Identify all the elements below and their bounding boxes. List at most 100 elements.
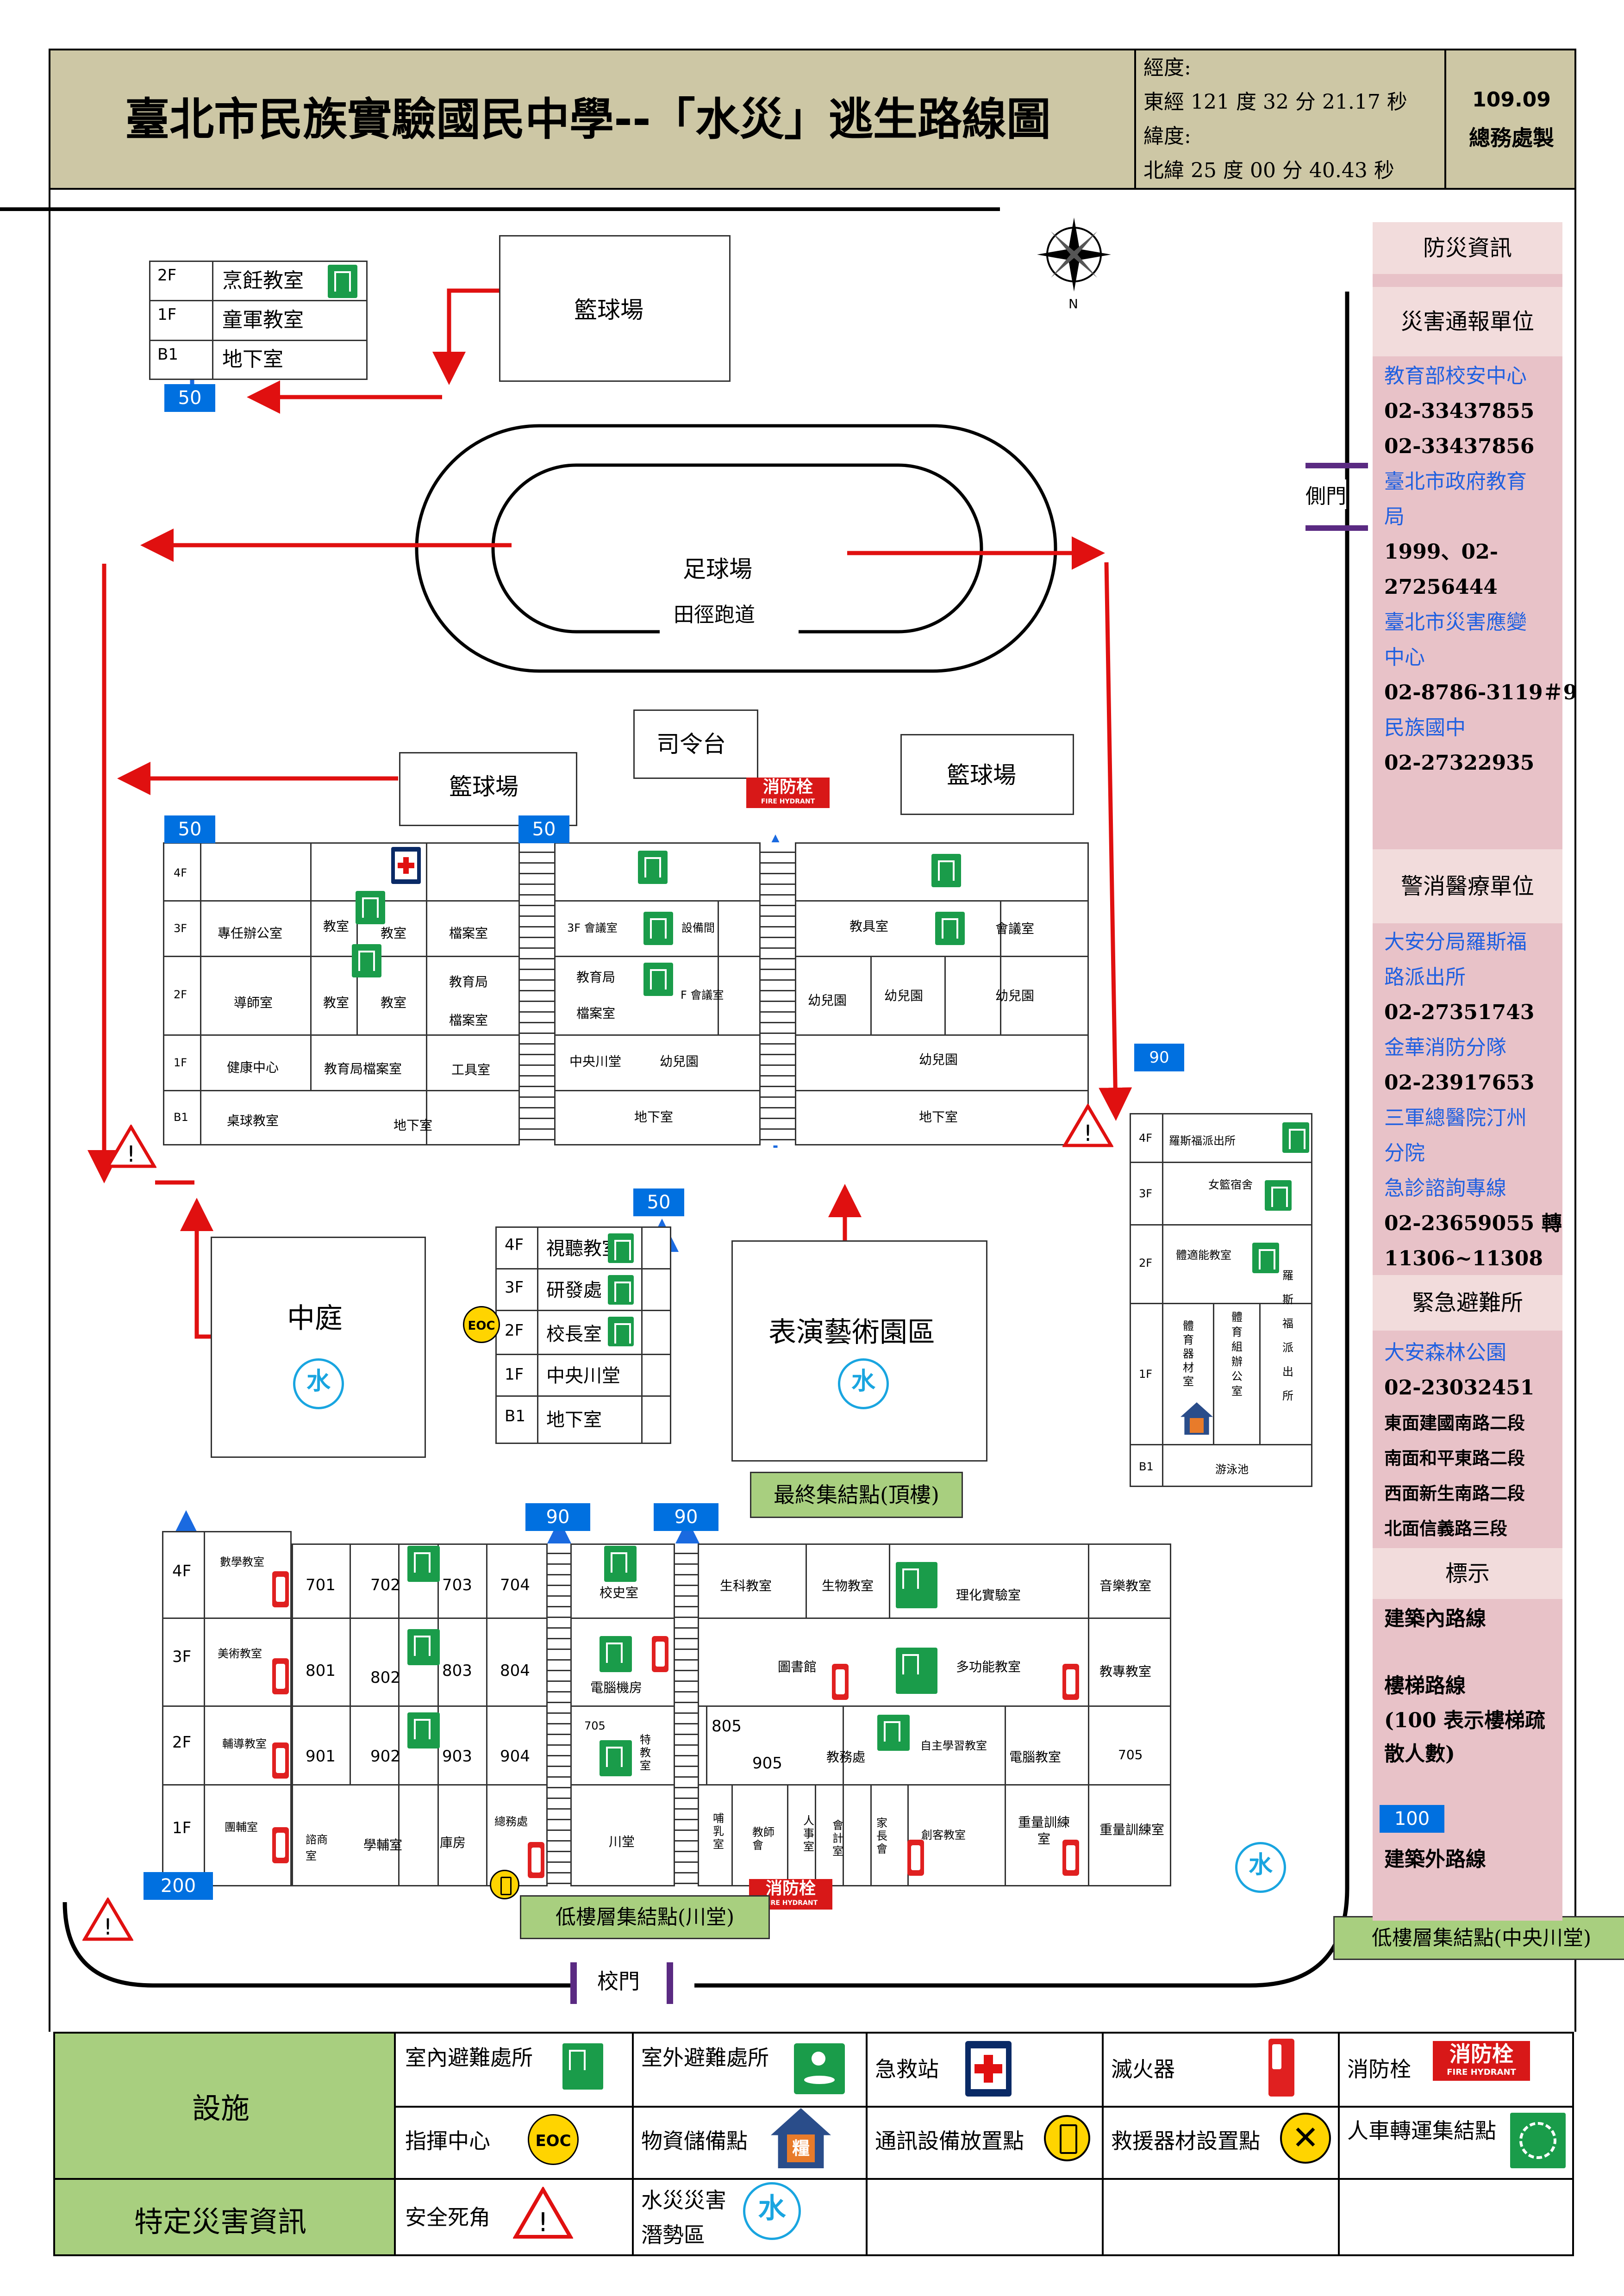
fire-extinguisher-icon — [272, 1571, 289, 1607]
legend-facilities: 設施 — [192, 2091, 250, 2125]
room: 904 — [500, 1747, 530, 1766]
low-assembly-point-central: 低樓層集結點(中央川堂) — [1333, 1916, 1624, 1960]
nw-floor-2f: 2F — [157, 266, 177, 285]
room: 庫房 — [440, 1835, 466, 1850]
room: 川堂 — [609, 1834, 635, 1849]
contact-line: 局 — [1384, 505, 1405, 529]
compass-label: N — [1068, 296, 1078, 311]
room: 重量訓練室 — [1099, 1822, 1165, 1837]
basketball-court-west — [399, 752, 577, 826]
mark-inner-route: 建築內路線 — [1384, 1607, 1486, 1630]
stair-count: 200 — [144, 1872, 213, 1900]
room: 校史室 — [600, 1585, 639, 1600]
west-boundary — [62, 1902, 574, 1988]
room: 教具室 — [849, 919, 889, 934]
fire-extinguisher-icon — [272, 1827, 289, 1863]
contact-line: 臺北市災害應變 — [1384, 610, 1527, 634]
indoor-shelter-icon — [604, 1546, 637, 1582]
room: 705 — [584, 1719, 606, 1732]
track-gap — [660, 618, 799, 664]
fire-extinguisher-icon — [1062, 1664, 1079, 1700]
legend-deadzone: 安全死角 — [405, 2205, 490, 2230]
south-floor: 3F — [172, 1648, 192, 1666]
room: 705 — [1118, 1747, 1143, 1762]
performance-area — [731, 1240, 987, 1462]
flood-zone-icon: 水 — [293, 1358, 344, 1409]
panel-heading: 防災資訊 — [1373, 222, 1562, 274]
basketball-label-2: 籃球場 — [449, 773, 518, 800]
header — [49, 49, 1576, 190]
contact-line: 02-27351743 — [1384, 1001, 1535, 1024]
contact-line: 民族國中 — [1384, 716, 1466, 740]
room: 901 — [306, 1747, 336, 1766]
room: 自主學習教室 — [920, 1739, 987, 1752]
room: 805 — [712, 1717, 742, 1736]
room: 檔案室 — [576, 1006, 616, 1021]
legend-indoor: 室內避難處所 — [405, 2045, 533, 2070]
disaster-info-panel — [1373, 222, 1562, 1921]
transfer-point-icon — [1510, 2113, 1566, 2168]
east-floor: B1 — [1139, 1460, 1154, 1473]
contact-line: 分院 — [1384, 1141, 1425, 1165]
indoor-shelter-icon — [1265, 1180, 1292, 1211]
legend-firstaid: 急救站 — [875, 2057, 939, 2082]
south-building-west — [162, 1531, 292, 1886]
svg-text:!: ! — [1083, 1120, 1092, 1146]
basketball-label-3: 籃球場 — [947, 762, 1016, 789]
header-divider-1 — [1134, 49, 1136, 190]
nw-floor-b1: B1 — [157, 345, 178, 364]
stair-count: 90 — [654, 1503, 718, 1531]
stair-count: 50 — [164, 815, 215, 843]
lat-label: 緯度: — [1143, 124, 1191, 148]
indoor-shelter-icon — [407, 1629, 440, 1665]
room: 教師會 — [752, 1826, 775, 1852]
courtyard-label: 中庭 — [287, 1302, 343, 1335]
indoor-shelter-icon — [608, 1275, 634, 1305]
room: 校長室 — [546, 1324, 602, 1345]
dead-zone-icon: ! — [106, 1125, 156, 1168]
panel-heading: 標示 — [1373, 1548, 1562, 1599]
svg-text:!: ! — [126, 1141, 135, 1167]
east-building — [1130, 1113, 1312, 1487]
indoor-shelter-icon — [608, 1317, 634, 1346]
main-gate: 校門 — [597, 1969, 640, 1994]
room: 教室 — [323, 995, 350, 1010]
room: 輔導教室 — [222, 1737, 267, 1750]
flood-zone-icon: 水 — [838, 1358, 889, 1409]
indoor-shelter-icon — [608, 1233, 634, 1263]
room: 中央川堂 — [569, 1054, 622, 1069]
contact-line: 02-33437855 — [1384, 399, 1535, 423]
room: 羅斯福派出所 — [1169, 1134, 1236, 1147]
legend-supplies: 物資儲備點 — [641, 2128, 748, 2153]
final-assembly-point: 最終集結點(頂樓) — [750, 1472, 963, 1518]
room: 幼兒園 — [919, 1052, 958, 1067]
center-floor: 2F — [505, 1321, 524, 1340]
contact-line: 南面和平東路二段 — [1384, 1448, 1525, 1468]
room: 804 — [500, 1661, 530, 1680]
room: F 會議室 — [681, 989, 724, 1002]
mark-stair-route: 樓梯路線 — [1384, 1674, 1466, 1698]
fire-extinguisher-icon — [907, 1840, 924, 1876]
room: 桌球教室 — [227, 1113, 279, 1128]
fire-extinguisher-icon — [272, 1742, 289, 1779]
indoor-shelter-icon — [643, 912, 673, 945]
room: 903 — [442, 1747, 472, 1766]
svg-text:!: ! — [103, 1914, 112, 1940]
indoor-shelter-icon — [1282, 1122, 1309, 1153]
room: 人事室 — [803, 1814, 814, 1853]
room: 美術教室 — [218, 1647, 262, 1660]
room: 理化實驗室 — [956, 1587, 1021, 1603]
indoor-shelter-icon — [562, 2043, 603, 2090]
legend-stair-count: 100 — [1380, 1805, 1444, 1833]
center-floor: 4F — [505, 1236, 524, 1254]
nw-room-scout: 童軍教室 — [222, 308, 304, 332]
stage — [633, 709, 758, 779]
stair-count: 50 — [633, 1188, 684, 1216]
room: 專任辦公室 — [218, 926, 283, 941]
south-floor: 4F — [172, 1562, 192, 1580]
stair-count: 90 — [525, 1503, 590, 1531]
east-boundary — [694, 292, 1349, 1988]
contact-line: 三軍總醫院汀州 — [1384, 1106, 1527, 1130]
south-floor: 1F — [172, 1819, 192, 1837]
maker: 總務處製 — [1469, 125, 1554, 150]
